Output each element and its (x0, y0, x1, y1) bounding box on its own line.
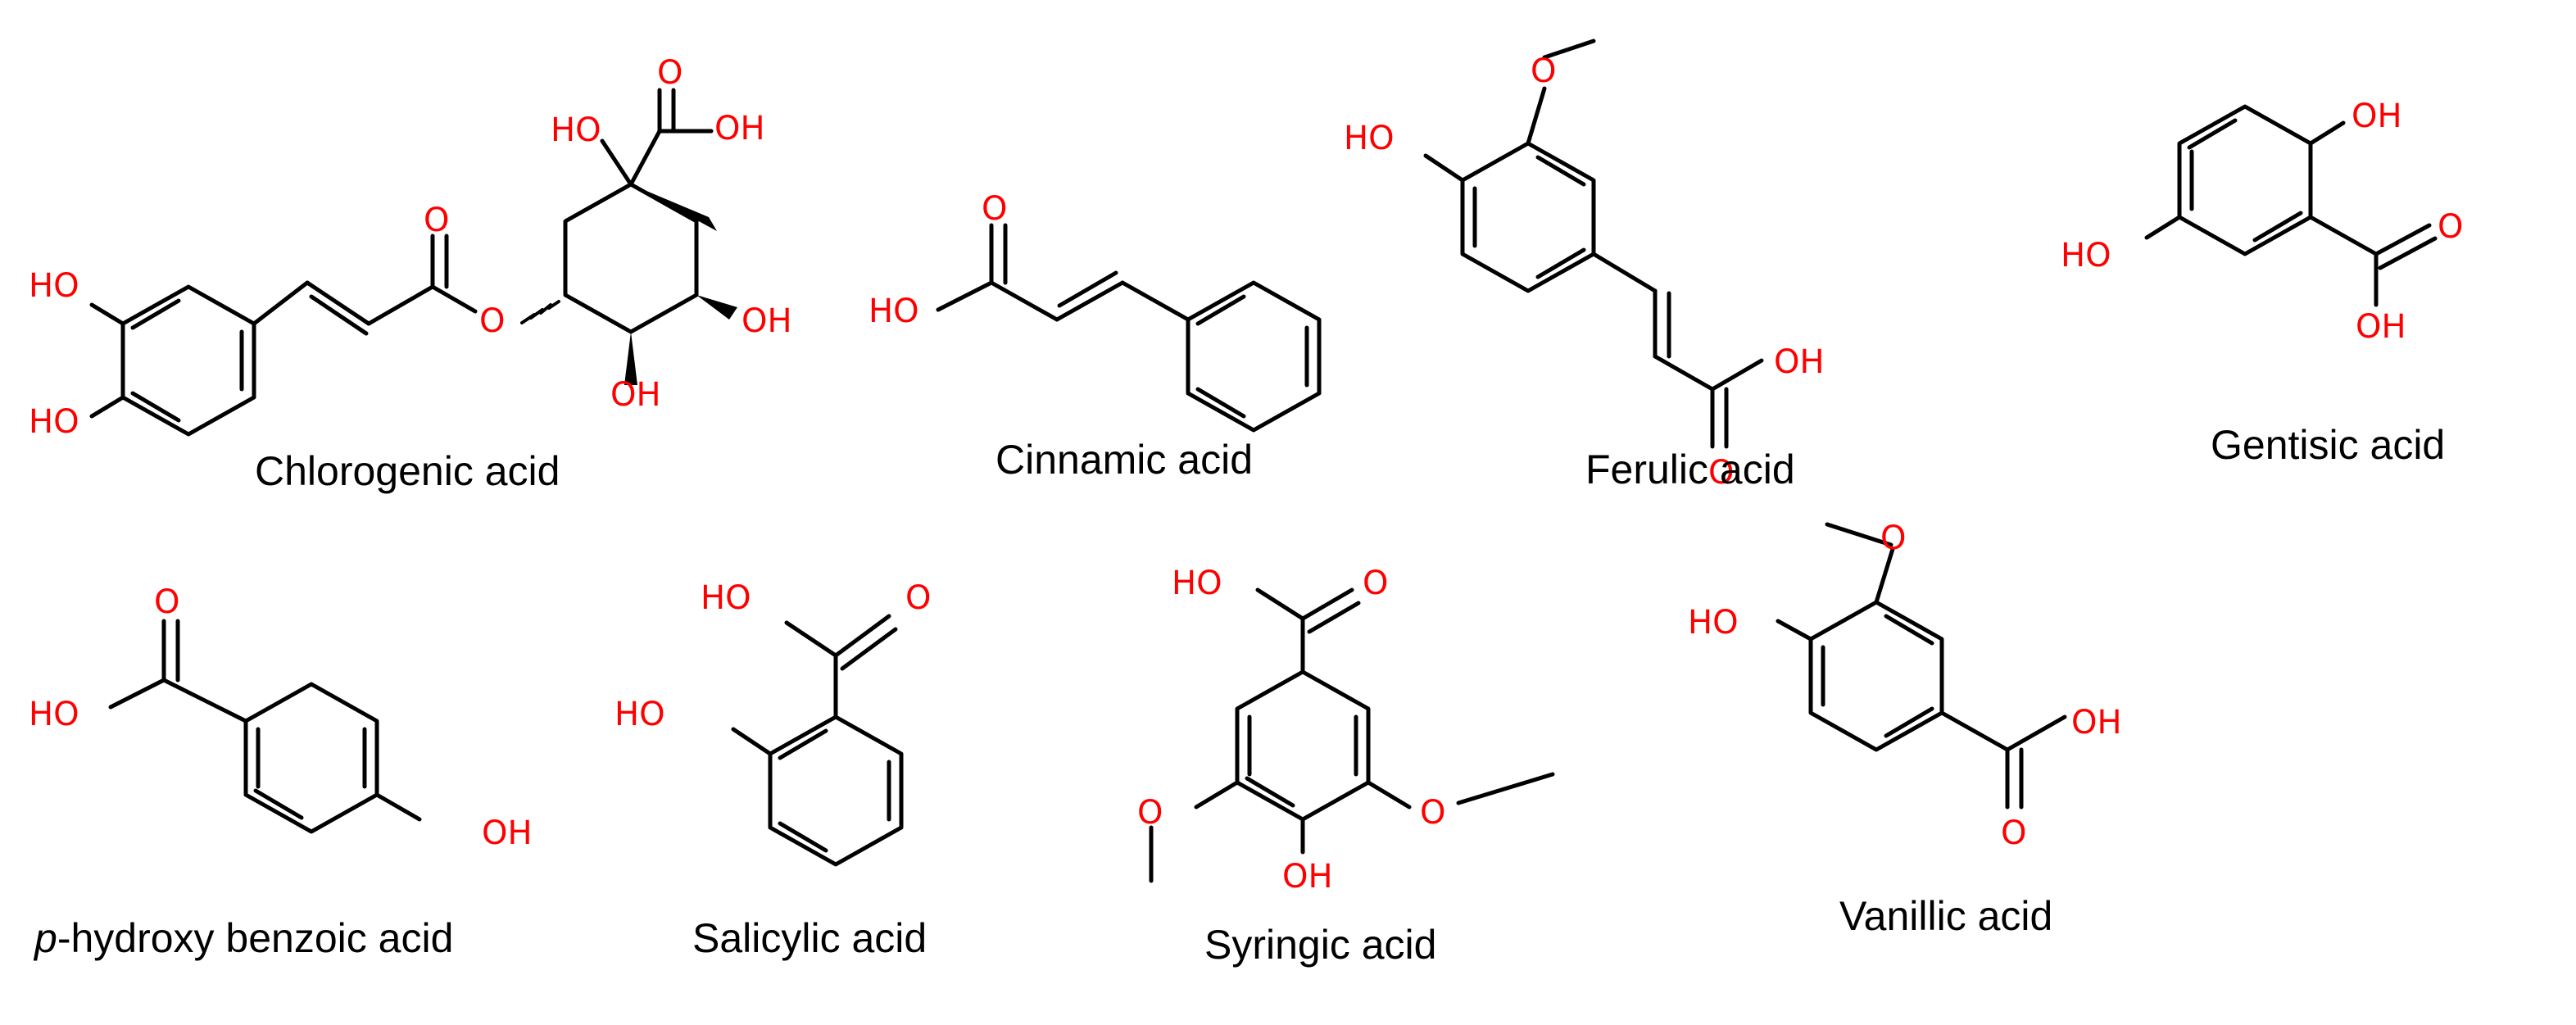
hydroxyl-label: OH (2071, 704, 2122, 742)
hydroxyl-label: HO (29, 267, 79, 305)
hydroxyl-label: HO (701, 579, 751, 617)
molecule-name-vanillic-acid: Vanillic acid (1839, 893, 2052, 939)
salicylic-bonds (731, 614, 904, 867)
hydroxyl-label: OH (1282, 858, 1333, 896)
hydroxyl-label: OH (742, 302, 792, 340)
carbonyl-oxygen-label: O (424, 202, 449, 239)
cinnamic-acid-structure: O HO Cinnamic acid (868, 190, 1322, 483)
carbonyl-oxygen-label: O (1708, 454, 1734, 492)
p-hydroxybenzoic-bonds (108, 619, 422, 834)
cinnamic-bonds (936, 223, 1322, 433)
hydroxyl-label: HO (2061, 237, 2111, 274)
hydroxyl-label: HO (615, 696, 665, 733)
vanillic-atom-labels: O HO OH O (1688, 519, 2122, 852)
molecule-name-ferulic-acid: Ferulic acid (1585, 447, 1795, 492)
hydroxyl-label: OH (714, 110, 765, 147)
cinnamic-atom-labels: O HO (868, 190, 1007, 330)
name-rest: -hydroxy benzoic acid (57, 915, 454, 961)
salicylic-atom-labels: HO O HO (615, 579, 931, 733)
gentisic-atom-labels: OH HO O OH (2061, 98, 2463, 346)
vanillic-bonds (1776, 522, 2067, 810)
molecule-name-gentisic-acid: Gentisic acid (2211, 422, 2445, 468)
ferulic-bonds (1423, 39, 1764, 449)
hydroxyl-label: HO (1172, 565, 1222, 602)
salicylic-acid-structure: HO O HO Salicylic acid (615, 579, 931, 961)
molecule-name-syringic-acid: Syringic acid (1204, 922, 1436, 968)
hydroxyl-label: OH (1774, 343, 1825, 381)
chlorogenic-acid-structure: HO HO O O O OH HO OH OH Chlorogenic acid (29, 54, 792, 494)
carbonyl-oxygen-label: O (2438, 208, 2463, 246)
vanillic-acid-structure: O HO OH O Vanillic acid (1688, 519, 2122, 939)
carbonyl-oxygen-label: O (1363, 565, 1388, 602)
syringic-bonds (1149, 587, 1555, 883)
hydroxyl-label: OH (2352, 98, 2402, 135)
methoxy-oxygen-label: O (1531, 52, 1556, 90)
hydroxyl-label: OH (482, 814, 533, 852)
syringic-acid-structure: HO O O O OH Syringic acid (1137, 565, 1555, 968)
methoxy-oxygen-label: O (1880, 519, 1906, 557)
carbonyl-oxygen-label: O (2001, 814, 2026, 852)
hydroxyl-label: HO (29, 696, 79, 733)
carbonyl-oxygen-label: O (982, 190, 1007, 228)
methoxy-oxygen-label: O (1420, 794, 1445, 832)
ferulic-acid-structure: O HO OH O Ferulic acid (1344, 39, 1825, 492)
molecule-name-chlorogenic-acid: Chlorogenic acid (255, 448, 560, 494)
p-hydroxybenzoic-acid-structure: O HO OH p-hydroxy benzoic acid (29, 583, 533, 961)
hydroxyl-label: HO (551, 111, 601, 149)
hydroxyl-label: HO (868, 293, 919, 330)
syringic-atom-labels: HO O O O OH (1137, 565, 1445, 896)
molecule-name-p-hydroxy-benzoic-acid: p-hydroxy benzoic acid (33, 915, 453, 961)
p-hydroxybenzoic-atom-labels: O HO OH (29, 583, 533, 852)
gentisic-acid-structure: OH HO O OH Gentisic acid (2061, 98, 2463, 468)
chlorogenic-stereo-bonds (520, 184, 737, 385)
molecule-name-cinnamic-acid: Cinnamic acid (995, 437, 1253, 483)
hydroxyl-label: HO (29, 403, 79, 441)
ferulic-atom-labels: O HO OH O (1344, 52, 1825, 492)
molecule-name-salicylic-acid: Salicylic acid (692, 915, 927, 961)
hydroxyl-label: OH (2356, 308, 2406, 346)
ester-oxygen-label: O (479, 302, 505, 340)
italic-prefix: p (33, 915, 57, 961)
hydroxyl-label: OH (610, 376, 661, 414)
gentisic-bonds (2144, 104, 2438, 307)
carbonyl-oxygen-label: O (905, 579, 931, 617)
carbonyl-oxygen-label: O (154, 583, 179, 621)
chlorogenic-atom-labels: HO HO O O O OH HO OH OH (29, 54, 792, 441)
hydroxyl-label: HO (1688, 604, 1739, 642)
methoxy-oxygen-label: O (1137, 794, 1163, 832)
carbonyl-oxygen-label: O (657, 54, 683, 92)
hydroxyl-label: HO (1344, 120, 1395, 157)
